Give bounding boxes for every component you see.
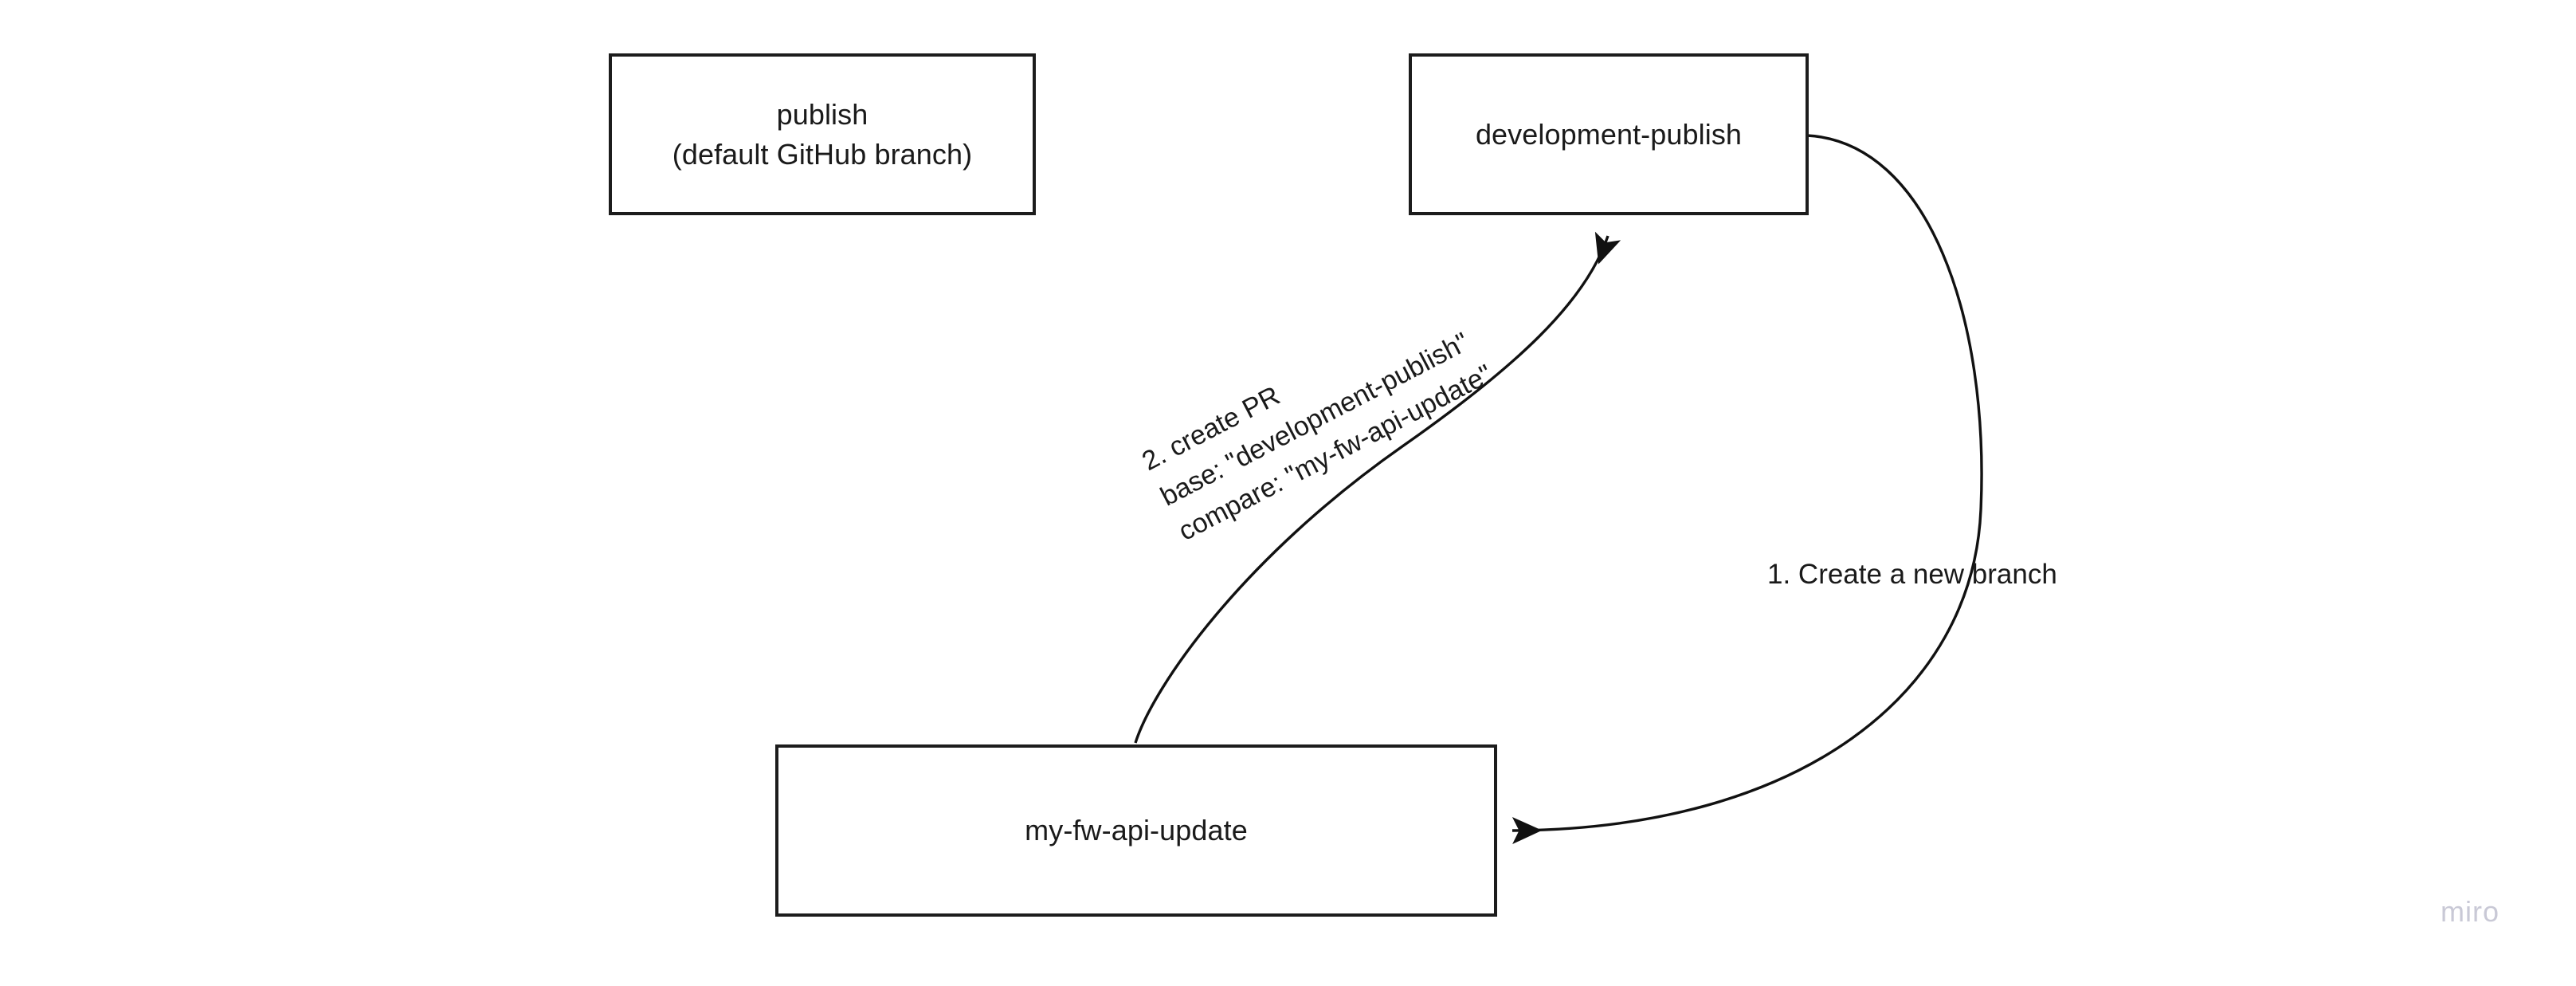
node-development-publish-label: development-publish xyxy=(1475,117,1743,151)
node-my-fw-api-update-label: my-fw-api-update xyxy=(1025,814,1248,847)
node-publish-label: publish (default GitHub branch) xyxy=(672,97,973,171)
node-publish[interactable]: publish (default GitHub branch) xyxy=(609,53,1036,215)
edge-label-create-branch: 1. Create a new branch xyxy=(1767,559,2057,590)
edge-create-branch-path xyxy=(1511,134,1983,844)
edge-label-create-pr: 2. create PR base: "development-publish"… xyxy=(1137,326,1498,548)
miro-watermark: miro xyxy=(2441,895,2500,928)
node-development-publish[interactable]: development-publish xyxy=(1409,53,1809,215)
node-my-fw-api-update[interactable]: my-fw-api-update xyxy=(775,744,1497,917)
